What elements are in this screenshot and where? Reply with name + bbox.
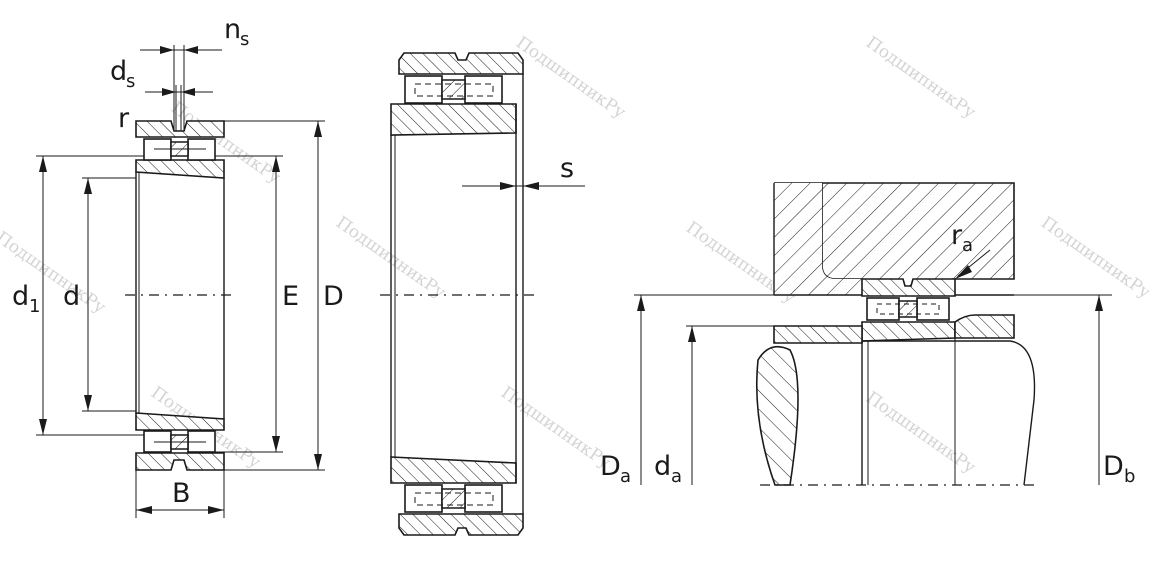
cage xyxy=(441,488,466,509)
inner-ring-top xyxy=(390,103,517,136)
mounting-view: r a D a d a D b xyxy=(600,182,1135,487)
label-ds-sub: s xyxy=(126,71,135,92)
label-d1-sub: 1 xyxy=(29,296,40,317)
label-da: d xyxy=(654,451,671,482)
watermark: ПодшипникРу xyxy=(862,33,979,123)
label-Db: D xyxy=(1103,451,1124,482)
watermark: ПодшипникРу xyxy=(1037,213,1149,303)
bearing-section-view: n s d s r d 1 d E D B xyxy=(12,14,344,518)
label-d1: d xyxy=(12,281,29,312)
inner-ring xyxy=(861,321,956,342)
inner-ring-bottom xyxy=(135,412,225,431)
roller xyxy=(404,75,443,104)
label-ra: r xyxy=(951,220,963,251)
outer-ring xyxy=(861,278,956,297)
label-D: D xyxy=(323,281,344,312)
outer-ring-bottom xyxy=(398,513,524,536)
label-r: r xyxy=(118,103,130,134)
shaft xyxy=(862,340,1036,486)
cage xyxy=(441,79,466,100)
roller xyxy=(866,297,900,321)
label-ds: d xyxy=(110,56,127,87)
shaft-shoulder xyxy=(773,325,863,344)
outer-ring-bottom xyxy=(135,452,225,471)
watermark: ПодшипникРу xyxy=(862,388,979,478)
outer-ring-top xyxy=(398,52,524,75)
watermark: ПодшипникРу xyxy=(512,33,629,123)
label-Db-sub: b xyxy=(1124,466,1135,487)
outer-ring-top xyxy=(135,120,225,138)
roller xyxy=(404,484,443,513)
cage xyxy=(898,300,918,318)
label-d: d xyxy=(63,281,80,312)
label-ns-sub: s xyxy=(240,29,249,50)
inner-ring-bottom xyxy=(390,456,517,484)
bearing-side-view: s xyxy=(380,52,585,536)
watermark: ПодшипникРу xyxy=(497,383,614,473)
roller xyxy=(464,484,503,513)
roller xyxy=(464,75,503,104)
label-da-sub: a xyxy=(671,466,682,487)
label-E: E xyxy=(282,281,299,312)
label-B: B xyxy=(172,478,191,509)
spacer-right xyxy=(954,314,1015,339)
label-ra-sub: a xyxy=(962,235,973,256)
inner-ring-top xyxy=(135,159,225,179)
label-Da: D xyxy=(600,451,621,482)
label-s: s xyxy=(560,153,574,184)
shaft-section xyxy=(756,345,799,486)
roller xyxy=(916,297,950,321)
label-ns: n xyxy=(224,14,241,45)
label-Da-sub: a xyxy=(620,466,631,487)
